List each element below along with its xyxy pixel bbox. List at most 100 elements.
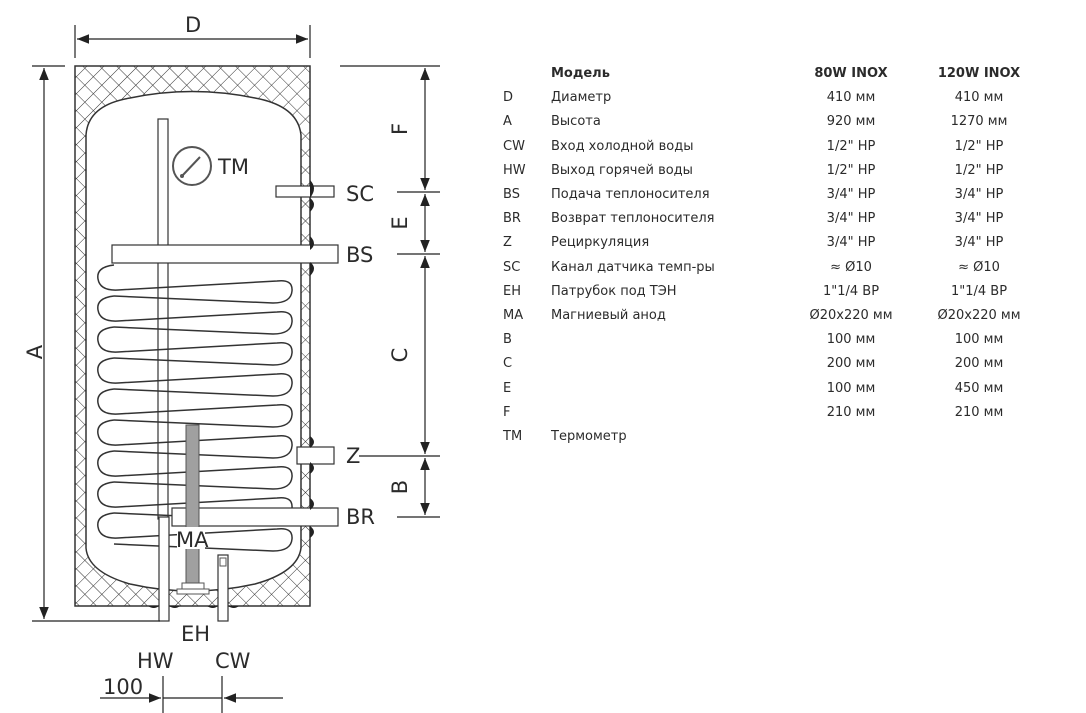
row-name: Возврат теплоносителя bbox=[551, 211, 715, 227]
table-row: SC Канал датчика темп-ры ≈ Ø10 ≈ Ø10 bbox=[503, 256, 1047, 280]
row-value-120w: ≈ Ø10 bbox=[958, 259, 1000, 275]
table-header-row: Модель 80W INOX 120W INOX bbox=[503, 62, 1047, 86]
row-value-80w: 3/4" НР bbox=[826, 211, 876, 227]
coil-loop bbox=[97, 512, 293, 552]
row-code: EH bbox=[503, 283, 521, 299]
row-value-120w: 450 мм bbox=[954, 380, 1004, 396]
label-b: B bbox=[388, 480, 412, 494]
coil-loop bbox=[97, 295, 293, 335]
row-value-80w: 100 мм bbox=[826, 332, 876, 348]
label-sc: SC bbox=[346, 182, 374, 206]
table-row: TM Термометр bbox=[503, 425, 1047, 449]
row-code: SC bbox=[503, 259, 521, 275]
heat-exchanger-coil bbox=[97, 264, 293, 552]
row-code: CW bbox=[503, 138, 525, 154]
header-model-80w: 80W INOX bbox=[814, 66, 888, 81]
row-value-80w: 3/4" НР bbox=[826, 235, 876, 251]
row-value-80w: 920 мм bbox=[826, 114, 876, 130]
row-name: Термометр bbox=[551, 429, 627, 445]
row-value-120w bbox=[911, 425, 1047, 449]
label-bs: BS bbox=[346, 243, 373, 267]
coil-loop bbox=[97, 357, 293, 397]
row-value-120w: 1"1/4 ВР bbox=[950, 283, 1008, 299]
row-code: D bbox=[503, 90, 514, 106]
row-value-120w: 1270 мм bbox=[950, 114, 1008, 130]
label-tm: TM bbox=[217, 155, 249, 179]
coil-loop bbox=[97, 326, 293, 366]
label-z: Z bbox=[346, 444, 360, 468]
label-d: D bbox=[185, 13, 201, 37]
row-name bbox=[551, 401, 791, 425]
row-name bbox=[551, 377, 791, 401]
row-name: Вход холодной воды bbox=[551, 138, 694, 154]
br-pipe bbox=[171, 507, 339, 527]
coil-loop bbox=[97, 450, 293, 490]
row-name: Высота bbox=[551, 114, 601, 130]
row-value-120w: 1/2" НР bbox=[954, 162, 1004, 178]
row-value-80w: 1/2" НР bbox=[826, 138, 876, 154]
label-e: E bbox=[388, 216, 412, 229]
row-code: BR bbox=[503, 211, 521, 227]
table-row: B 100 мм 100 мм bbox=[503, 328, 1047, 352]
label-eh: EH bbox=[181, 622, 210, 646]
row-code: F bbox=[503, 404, 511, 420]
row-code: E bbox=[503, 380, 512, 396]
label-hw: HW bbox=[137, 649, 174, 673]
table-row: BR Возврат теплоносителя 3/4" НР 3/4" НР bbox=[503, 207, 1047, 231]
row-code: Z bbox=[503, 235, 512, 251]
row-value-80w: 210 мм bbox=[826, 404, 876, 420]
row-name: Диаметр bbox=[551, 90, 612, 106]
table-row: A Высота 920 мм 1270 мм bbox=[503, 110, 1047, 134]
z-pipe bbox=[296, 446, 335, 465]
row-name bbox=[551, 352, 791, 376]
row-value-80w: Ø20x220 мм bbox=[809, 308, 893, 324]
row-name: Подача теплоносителя bbox=[551, 187, 710, 203]
row-value-120w: 3/4" НР bbox=[954, 187, 1004, 203]
sc-pipe bbox=[275, 185, 335, 198]
row-value-80w: 1"1/4 ВР bbox=[822, 283, 880, 299]
row-value-120w: 210 мм bbox=[954, 404, 1004, 420]
table-row: F 210 мм 210 мм bbox=[503, 401, 1047, 425]
row-value-120w: 3/4" НР bbox=[954, 211, 1004, 227]
table-row: BS Подача теплоносителя 3/4" НР 3/4" НР bbox=[503, 183, 1047, 207]
coil-loop bbox=[97, 264, 293, 304]
label-c: C bbox=[388, 348, 412, 363]
coil-loop bbox=[97, 388, 293, 428]
dimension-hw-cw bbox=[100, 676, 283, 713]
row-value-80w bbox=[791, 425, 911, 449]
row-value-80w: 3/4" НР bbox=[826, 187, 876, 203]
label-100: 100 bbox=[103, 675, 143, 699]
table-row: E 100 мм 450 мм bbox=[503, 377, 1047, 401]
row-value-80w: 100 мм bbox=[826, 380, 876, 396]
coil-loop bbox=[97, 419, 293, 459]
row-value-120w: 410 мм bbox=[954, 90, 1004, 106]
bs-pipe bbox=[111, 244, 339, 264]
header-model: Модель bbox=[551, 66, 610, 81]
row-value-120w: 100 мм bbox=[954, 332, 1004, 348]
row-code: B bbox=[503, 332, 512, 348]
row-value-120w: 1/2" НР bbox=[954, 138, 1004, 154]
row-name: Магниевый анод bbox=[551, 308, 666, 324]
dimension-chain-right bbox=[340, 65, 440, 518]
label-ma: MA bbox=[176, 528, 209, 552]
hw-pipe bbox=[158, 516, 170, 622]
row-code: BS bbox=[503, 187, 520, 203]
row-value-80w: ≈ Ø10 bbox=[830, 259, 872, 275]
row-name: Рециркуляция bbox=[551, 235, 650, 251]
row-code: TM bbox=[503, 429, 523, 445]
row-code: A bbox=[503, 114, 512, 130]
label-cw: CW bbox=[215, 649, 251, 673]
row-name: Патрубок под ТЭН bbox=[551, 283, 677, 299]
tank-body bbox=[85, 90, 302, 592]
row-name: Канал датчика темп-ры bbox=[551, 259, 715, 275]
header-model-120w: 120W INOX bbox=[937, 66, 1021, 81]
spec-table: Модель 80W INOX 120W INOX D Диаметр 410 мм… bbox=[503, 62, 1047, 449]
table-row: CW Вход холодной воды 1/2" НР 1/2" НР bbox=[503, 135, 1047, 159]
boiler-diagram: TM MA EH SC BS Z BR D bbox=[23, 13, 440, 713]
dimension-d bbox=[74, 25, 311, 58]
header-code bbox=[503, 62, 551, 86]
label-f: F bbox=[388, 123, 412, 135]
